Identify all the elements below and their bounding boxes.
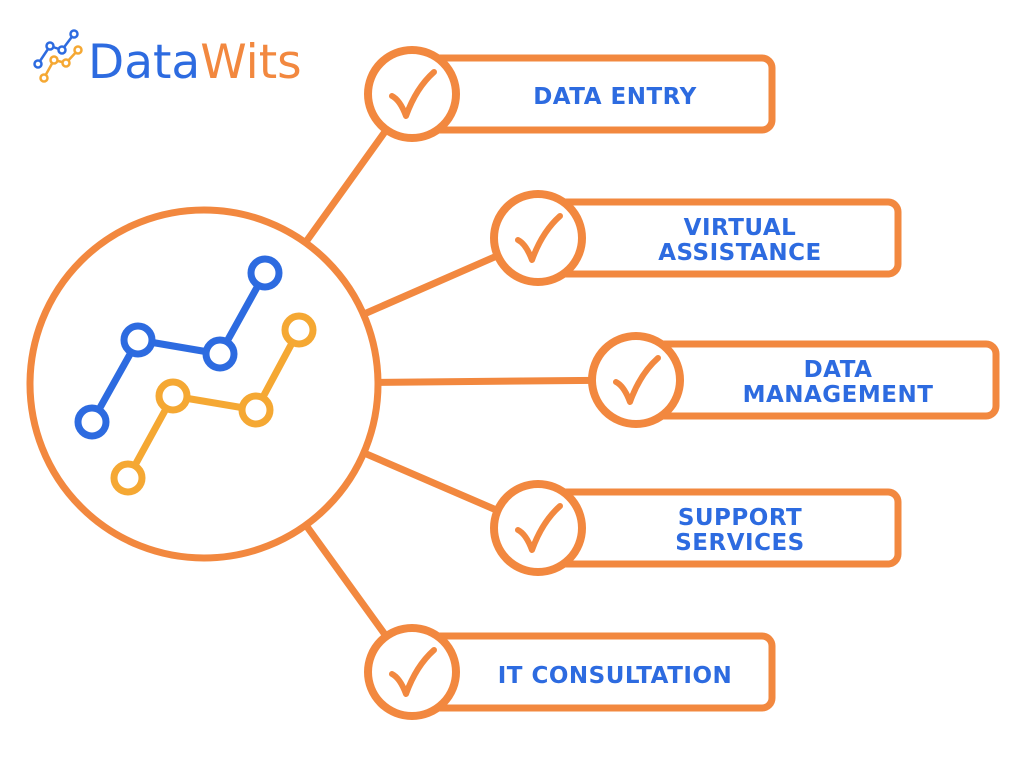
yellow-series-line	[42, 48, 80, 80]
hub	[26, 206, 382, 562]
service-check-circle	[490, 190, 586, 286]
blue-series-point	[202, 336, 238, 372]
connector-lines	[300, 124, 598, 642]
service-check-circle	[490, 480, 586, 576]
blue-series-point	[74, 404, 110, 440]
check-icon	[515, 503, 563, 553]
brand-name-part2: Wits	[200, 35, 301, 90]
service-check-circle	[364, 624, 460, 720]
hub-circle	[26, 206, 382, 562]
connector-line-4	[358, 448, 503, 515]
blue-series-point	[45, 41, 55, 51]
yellow-series-point	[281, 312, 317, 348]
connector-line-1	[300, 124, 392, 248]
blue-series-line	[88, 269, 269, 426]
service-item: DATA ENTRY	[364, 46, 776, 142]
brand-name-part1: Data	[88, 35, 200, 90]
yellow-series-point	[61, 58, 71, 68]
brand-logo: DataWits	[33, 29, 302, 90]
service-label: DATA	[804, 357, 873, 383]
blue-series-point	[33, 59, 43, 69]
blue-series-point	[120, 322, 156, 358]
check-icon	[515, 213, 563, 263]
check-icon	[389, 69, 437, 119]
yellow-series-point	[155, 378, 191, 414]
yellow-series-point	[238, 392, 274, 428]
logo-chart-icon	[33, 29, 83, 83]
blue-series-point	[69, 29, 79, 39]
yellow-series-point	[39, 73, 49, 83]
service-label: VIRTUAL	[684, 215, 797, 241]
blue-series-point	[247, 255, 283, 291]
yellow-series-point	[73, 45, 83, 55]
yellow-series-point	[49, 55, 59, 65]
service-label: MANAGEMENT	[743, 382, 934, 408]
service-check-circle	[364, 46, 460, 142]
check-icon	[389, 647, 437, 697]
hub-chart-icon	[74, 255, 317, 496]
service-label: SERVICES	[675, 530, 805, 556]
yellow-series-line	[124, 326, 303, 482]
service-label: IT CONSULTATION	[498, 663, 733, 689]
service-label: ASSISTANCE	[658, 240, 822, 266]
yellow-series-point	[110, 460, 146, 496]
service-check-circle	[588, 332, 684, 428]
check-icon	[613, 355, 661, 405]
blue-series-line	[36, 32, 76, 66]
connector-line-2	[358, 251, 504, 319]
service-item: IT CONSULTATION	[364, 624, 776, 720]
service-label: SUPPORT	[678, 505, 802, 531]
connector-line-3	[372, 376, 598, 386]
brand-name: DataWits	[88, 35, 302, 90]
service-label: DATA ENTRY	[533, 84, 697, 110]
blue-series-point	[57, 45, 67, 55]
connector-line-5	[301, 519, 391, 642]
